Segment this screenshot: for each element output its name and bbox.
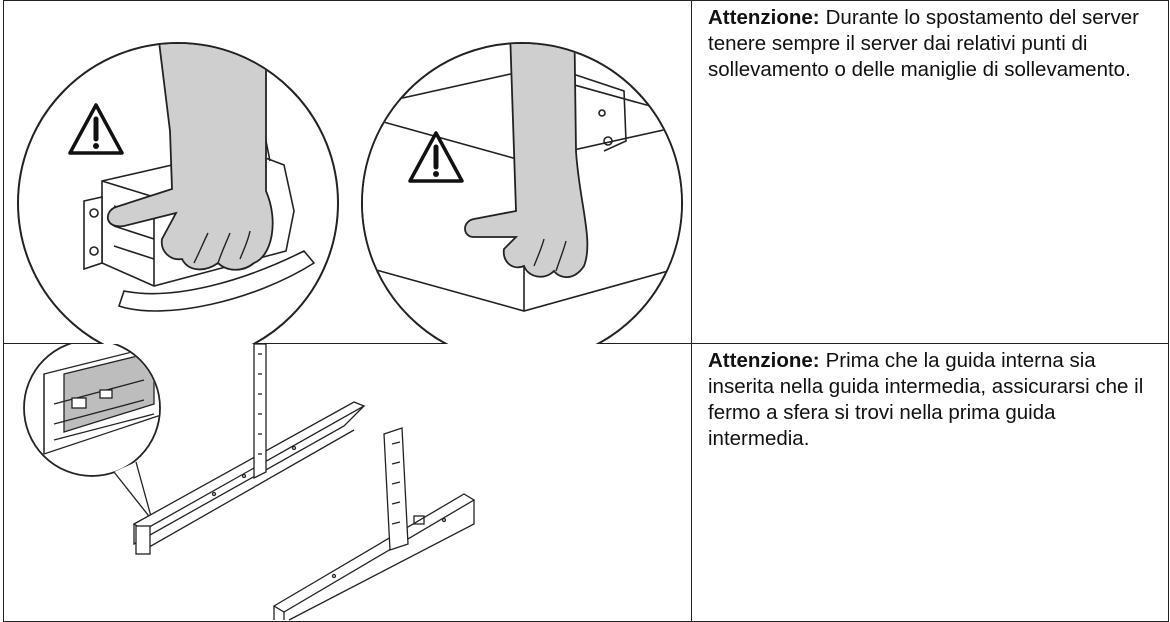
- detail-magnifier-circle: [23, 344, 161, 521]
- caution-text-cell: Attenzione:Durante lo spostamento del se…: [692, 1, 1168, 343]
- lifting-illustration: [17, 42, 683, 344]
- lifting-handle-circle: [17, 42, 339, 344]
- caution-table: Attenzione:Durante lo spostamento del se…: [3, 0, 1169, 622]
- caution-row-rail: Attenzione:Prima che la guida interna si…: [4, 344, 1168, 621]
- rail-illustration-cell: [4, 344, 692, 621]
- caution-label: Attenzione:: [708, 6, 820, 29]
- lifting-illustration-cell: [4, 1, 692, 344]
- upper-rail: [132, 344, 366, 555]
- warning-triangle-icon: [68, 103, 124, 155]
- caution-paragraph: Attenzione:Prima che la guida interna si…: [708, 348, 1156, 452]
- caution-paragraph: Attenzione:Durante lo spostamento del se…: [708, 5, 1156, 83]
- caution-label: Attenzione:: [708, 349, 820, 372]
- lifting-point-circle: [361, 42, 683, 344]
- caution-body: Prima che la guida interna sia inserita …: [708, 349, 1144, 450]
- caution-text-cell: Attenzione:Prima che la guida interna si…: [692, 344, 1168, 621]
- caution-body: Durante lo spostamento del server tenere…: [708, 6, 1139, 81]
- rail-illustration: [23, 344, 476, 621]
- caution-row-lifting: Attenzione:Durante lo spostamento del se…: [4, 1, 1168, 344]
- warning-triangle-icon: [408, 131, 464, 183]
- lower-rail: [272, 427, 476, 621]
